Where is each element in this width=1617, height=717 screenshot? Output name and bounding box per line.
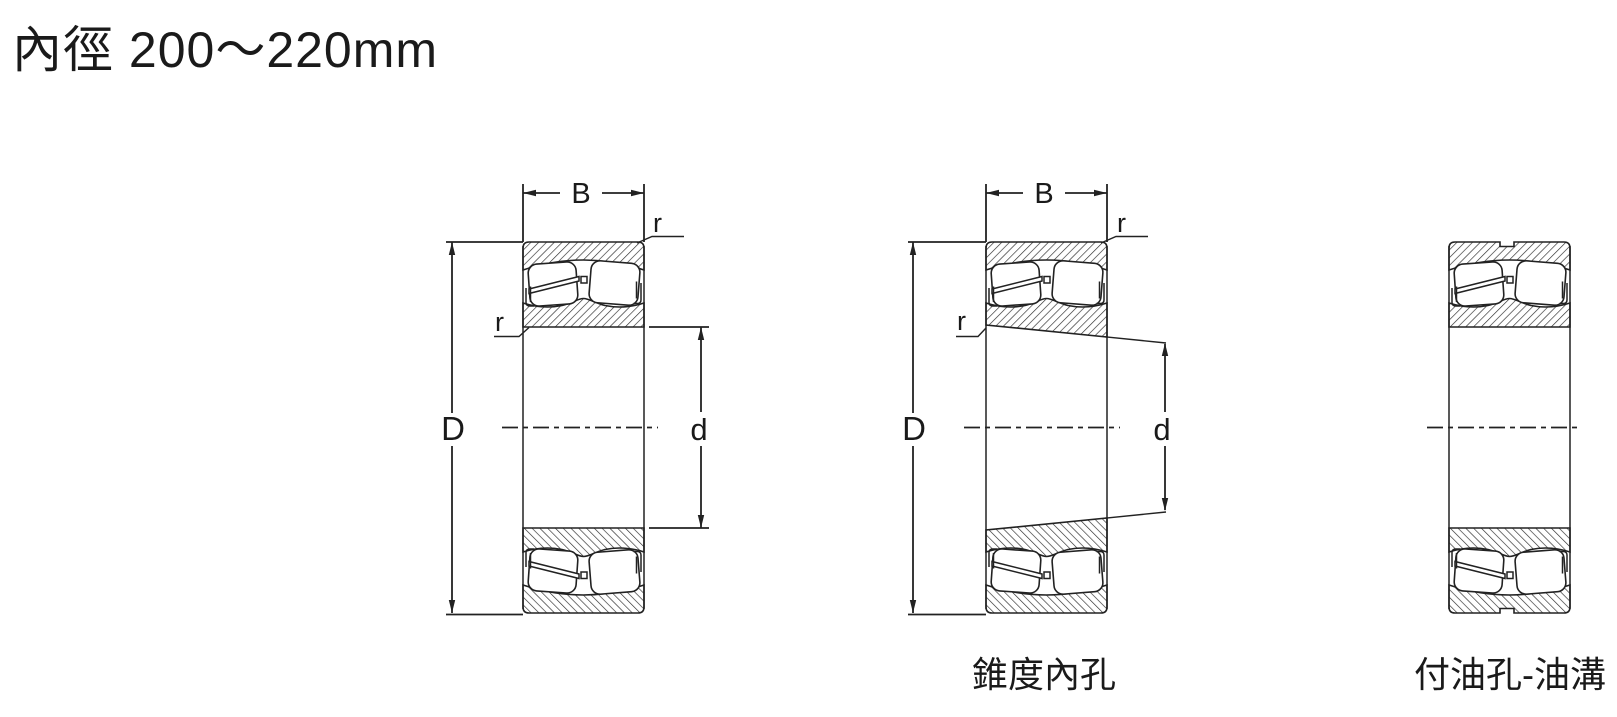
caption-tapered-bore: 錐度內孔: [971, 654, 1116, 695]
label-B: B: [1034, 178, 1053, 210]
bearing-tapered-bore: B D d r: [902, 178, 1171, 616]
label-r: r: [1117, 208, 1126, 238]
caption-oil-hole-groove: 付油孔-油溝: [1414, 654, 1606, 695]
bottom-half-section: [986, 518, 1107, 613]
bottom-half-section: [523, 528, 644, 613]
label-r: r: [653, 208, 662, 238]
taper-extension-lines: [1104, 336, 1167, 519]
label-D: D: [902, 410, 926, 447]
dim-outer-diameter-D: D: [902, 241, 986, 616]
dim-bore-d: d: [649, 326, 709, 529]
dim-bore-d: d: [1153, 343, 1171, 511]
label-d: d: [690, 412, 707, 447]
bearing-oil-groove: [1427, 242, 1582, 613]
top-half-section: [523, 242, 644, 327]
side-edges: [985, 246, 1108, 609]
bearing-standard: B D d r: [441, 178, 709, 616]
dim-outer-diameter-D: D: [441, 241, 523, 616]
label-r: r: [957, 306, 966, 336]
callout-chamfer-r-bore: r: [494, 307, 530, 338]
callout-chamfer-r-top: r: [636, 208, 684, 244]
page-title: 內徑 200～220mm: [12, 22, 439, 78]
dim-width-B: B: [522, 178, 645, 242]
top-half-section: [986, 242, 1107, 337]
top-half-section: [1449, 242, 1570, 327]
dim-width-B: B: [985, 178, 1108, 242]
bottom-half-section: [1449, 528, 1570, 613]
callout-chamfer-r-bore: r: [956, 306, 987, 338]
side-edges: [522, 246, 645, 609]
label-B: B: [571, 178, 590, 210]
callout-chamfer-r-top: r: [1100, 208, 1148, 244]
label-D: D: [441, 410, 465, 447]
side-edges: [1448, 246, 1571, 609]
label-d: d: [1153, 412, 1170, 447]
label-r: r: [495, 307, 504, 337]
